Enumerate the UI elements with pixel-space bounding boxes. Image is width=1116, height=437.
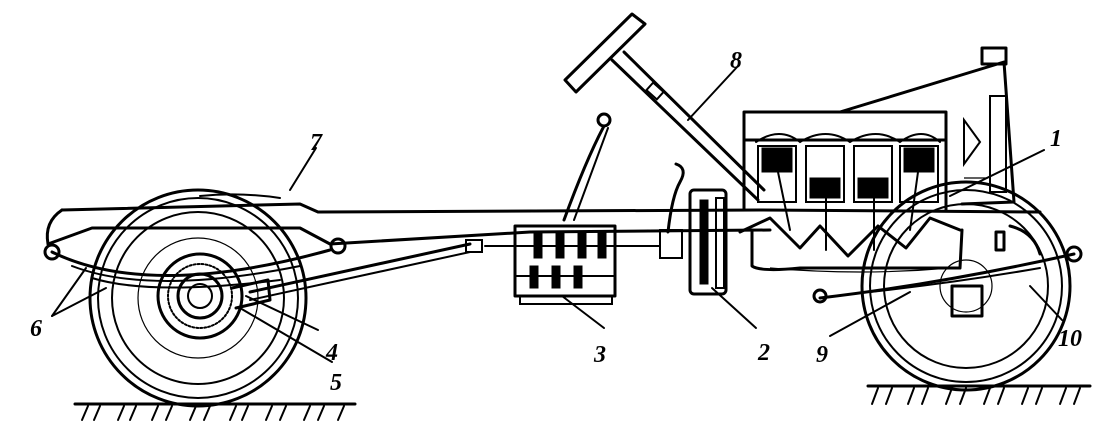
clutch — [659, 188, 728, 296]
rear-wheel — [88, 188, 308, 408]
label-rear-spring: 6 — [30, 316, 42, 342]
front-axle-spring — [812, 224, 1083, 318]
label-clutch: 2 — [757, 340, 770, 366]
label-front-spring: 9 — [816, 342, 828, 368]
frame — [45, 193, 1042, 246]
steering-wheel — [563, 12, 766, 202]
propeller-shaft — [248, 239, 483, 301]
engine — [738, 110, 964, 273]
ground-right — [866, 384, 1092, 405]
label-front-wheel: 10 — [1058, 326, 1082, 352]
label-frame: 7 — [310, 130, 323, 156]
radiator — [838, 46, 1016, 206]
clutch-pedal — [666, 162, 685, 234]
gearbox — [484, 224, 661, 305]
label-steering: 8 — [730, 48, 742, 74]
gear-lever — [562, 112, 612, 222]
label-engine: 1 — [1050, 126, 1062, 152]
rear-leaf-spring — [43, 237, 347, 289]
ground-left — [73, 402, 357, 421]
label-main-gear: 4 — [325, 340, 338, 366]
leader-lines — [51, 65, 1063, 363]
label-differential: 5 — [330, 370, 342, 396]
callout-labels: 1 2 3 4 5 6 7 8 9 10 — [30, 48, 1082, 396]
front-wheel — [860, 180, 1072, 392]
label-gearbox: 3 — [593, 342, 606, 368]
